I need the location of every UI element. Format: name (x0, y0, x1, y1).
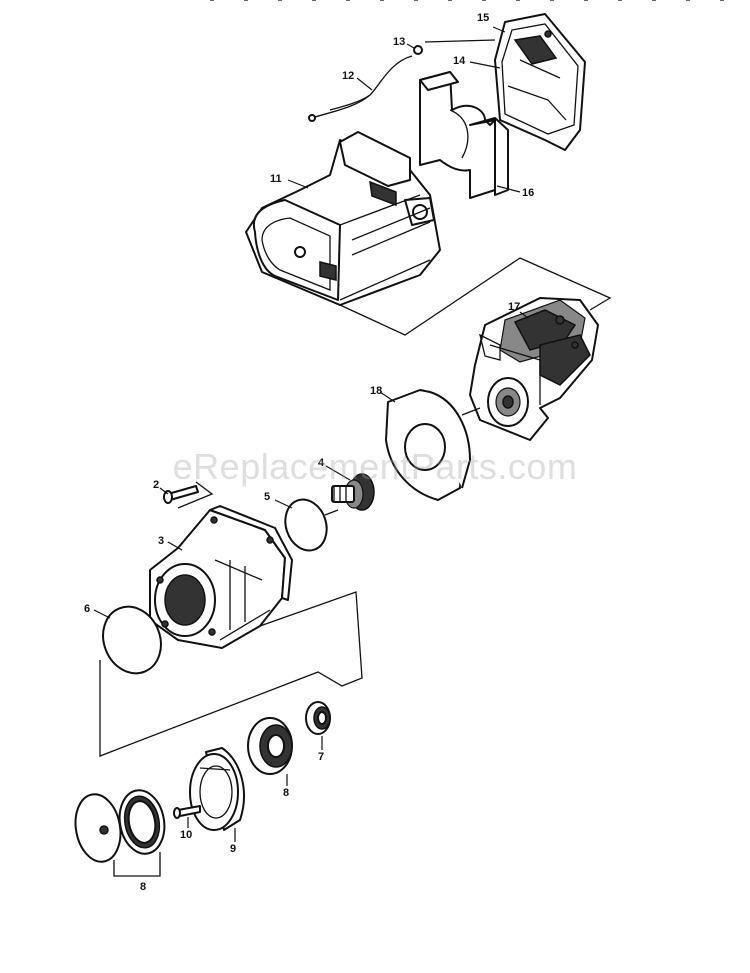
ref-line-11-17 (339, 257, 612, 336)
leader-6 (93, 609, 111, 619)
part-gear-case-3 (149, 505, 293, 649)
callout-11: 11 (270, 173, 282, 185)
part-gasket-6 (102, 605, 162, 675)
leader-14 (469, 61, 501, 69)
part-gear-4 (331, 473, 375, 511)
part-rear-cover (494, 13, 586, 151)
leader-16 (496, 185, 521, 193)
part-bearing-8 (247, 717, 293, 775)
callout-18: 18 (370, 385, 382, 397)
callout-17: 17 (508, 301, 520, 313)
callout-4: 4 (318, 457, 325, 469)
callout-3: 3 (158, 535, 164, 547)
part-washer-8b (74, 789, 166, 863)
callout-13: 13 (393, 36, 405, 48)
leader-3 (167, 541, 183, 551)
leader-15 (492, 26, 506, 33)
leader-2 (159, 487, 169, 495)
callout-5: 5 (264, 491, 270, 503)
leader-13 (406, 43, 415, 49)
leader-8b (113, 852, 161, 877)
part-gasket-5 (284, 498, 328, 552)
part-screw-10 (173, 805, 201, 819)
ref-line-2 (177, 481, 214, 509)
leader-4 (325, 465, 351, 481)
callout-2: 2 (153, 479, 159, 491)
leader-5 (274, 499, 293, 509)
callout-14: 14 (453, 55, 466, 67)
part-motor-housing-11 (245, 131, 441, 306)
part-baffle-18 (385, 389, 481, 501)
ref-line-6-7 (99, 591, 363, 757)
callout-6: 6 (84, 603, 90, 615)
callout-16: 16 (522, 187, 534, 199)
part-cord-12 (311, 55, 413, 119)
leader-18 (379, 391, 396, 403)
callout-10: 10 (180, 829, 192, 841)
leader-11 (287, 179, 309, 189)
leader-17 (519, 311, 529, 319)
callout-9: 9 (230, 843, 236, 855)
part-bearing-7 (305, 701, 331, 735)
callout-7: 7 (318, 751, 324, 763)
part-bracket-16 (419, 71, 509, 199)
ref-line-13 (424, 39, 496, 43)
part-motor-assembly-17 (469, 297, 599, 441)
ref-line-5 (324, 509, 339, 516)
callout-12: 12 (342, 70, 354, 82)
part-retainer-9 (189, 747, 245, 831)
callout-8: 8 (283, 787, 289, 799)
part-screw-2 (163, 485, 199, 504)
callout-8b: 8 (140, 881, 146, 893)
leader-12 (356, 77, 373, 91)
callout-15: 15 (477, 12, 489, 24)
part-screw-13 (413, 45, 423, 55)
